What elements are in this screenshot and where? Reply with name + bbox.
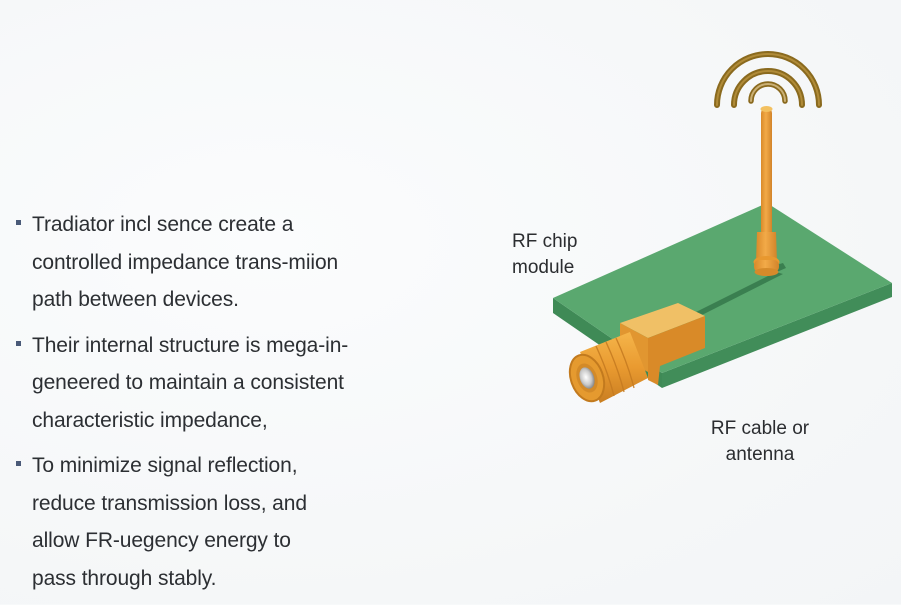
bullet-square-icon: [16, 340, 21, 346]
bullet-text: To minimize signal reflection, reduce tr…: [32, 454, 307, 590]
label-rf-chip-module: RF chip module: [512, 231, 578, 278]
bullet-text: Their internal structure is mega-in- gen…: [32, 333, 349, 432]
bullet-item-internal-structure: Their internal structure is mega-in- gen…: [14, 327, 414, 440]
bullet-text: Tradiator incl sence create a controlled…: [32, 213, 339, 311]
label-rf-cable-antenna: RF cable or antenna: [710, 418, 810, 465]
antenna-icon: [753, 106, 780, 276]
signal-wave-icon: [714, 51, 822, 108]
bullet-square-icon: [16, 461, 21, 466]
bullet-list: Tradiator incl sence create a controlled…: [14, 206, 414, 605]
bullet-square-icon: [16, 220, 21, 225]
sma-connector-icon: [568, 303, 705, 403]
bullet-item-controlled-impedance: Tradiator incl sence create a controlled…: [14, 206, 414, 319]
bullet-item-minimize-reflection: To minimize signal reflection, reduce tr…: [14, 447, 414, 597]
